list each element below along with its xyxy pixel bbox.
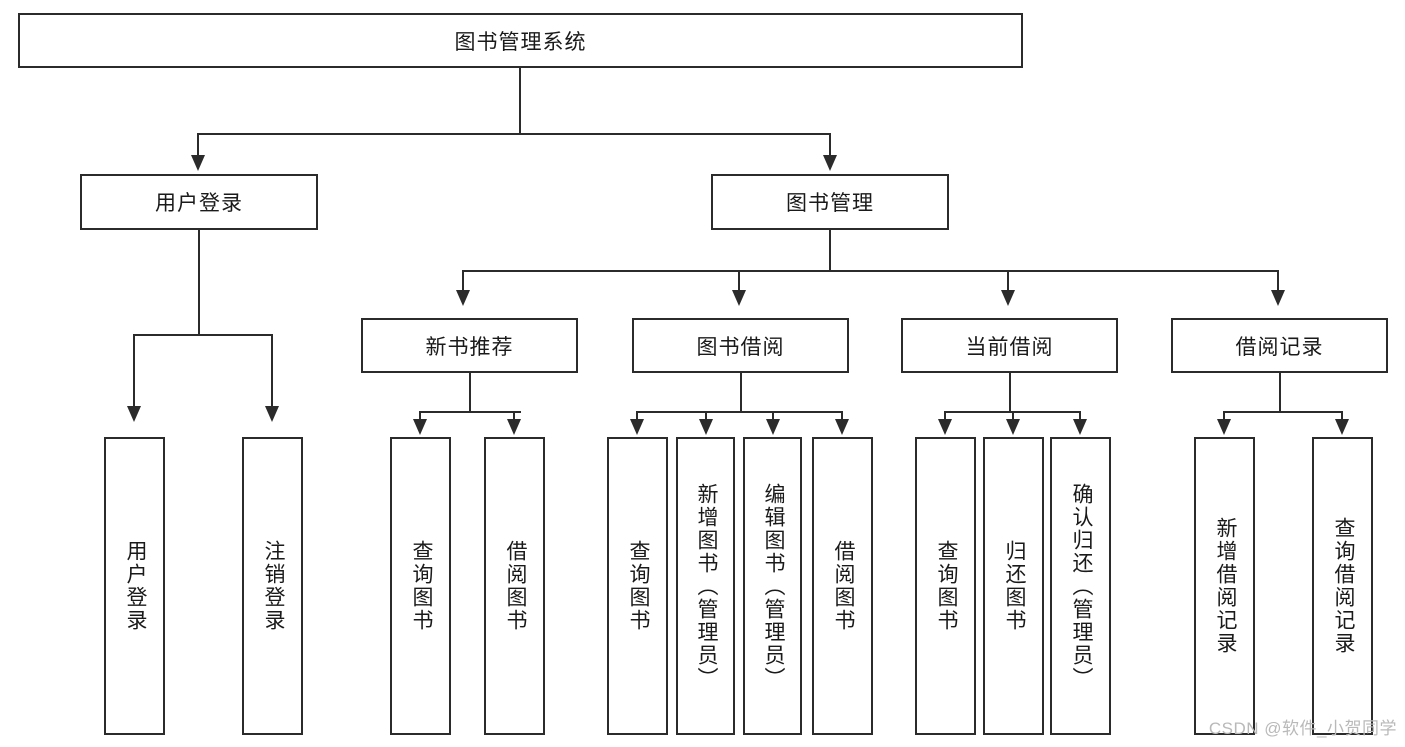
node-leaf-query-book-2[interactable]: 查询图书: [607, 437, 668, 735]
connector-cb-drop-2: [1012, 411, 1014, 421]
node-leaf-borrow-book-1-label: 借阅图书: [503, 540, 527, 632]
node-book-borrow[interactable]: 图书借阅: [632, 318, 849, 373]
connector-bm-drop-new-book-rec: [462, 270, 464, 292]
node-leaf-query-book-1-label: 查询图书: [409, 540, 433, 632]
node-leaf-return-book[interactable]: 归还图书: [983, 437, 1044, 735]
node-leaf-edit-book-label: 编辑图书（管理员）: [761, 482, 785, 690]
node-leaf-query-book-2-label: 查询图书: [626, 540, 650, 632]
arrow-to-leaf-query-record: [1335, 419, 1349, 435]
connector-cb-drop-1: [944, 411, 946, 421]
arrow-to-leaf-return-book: [1006, 419, 1020, 435]
node-book-manage-label: 图书管理: [786, 192, 874, 215]
node-leaf-query-book-3[interactable]: 查询图书: [915, 437, 976, 735]
arrow-to-leaf-add-book: [699, 419, 713, 435]
connector-bb-drop-4: [841, 411, 843, 421]
node-leaf-borrow-book-2-label: 借阅图书: [831, 540, 855, 632]
node-leaf-user-logout[interactable]: 注销登录: [242, 437, 303, 735]
arrow-to-leaf-user-login: [127, 406, 141, 422]
node-leaf-confirm-return[interactable]: 确认归还（管理员）: [1050, 437, 1111, 735]
node-leaf-add-record-label: 新增借阅记录: [1213, 517, 1237, 655]
connector-bb-bar: [636, 411, 842, 413]
node-leaf-query-book-1[interactable]: 查询图书: [390, 437, 451, 735]
arrow-to-leaf-borrow-book-2: [835, 419, 849, 435]
arrow-to-current-borrow: [1001, 290, 1015, 306]
connector-root-stem: [519, 68, 521, 135]
arrow-to-leaf-query-book-1: [413, 419, 427, 435]
arrow-to-leaf-confirm-return: [1073, 419, 1087, 435]
connector-bb-drop-1: [636, 411, 638, 421]
arrow-to-borrow-record: [1271, 290, 1285, 306]
node-leaf-borrow-book-2[interactable]: 借阅图书: [812, 437, 873, 735]
node-root-label: 图书管理系统: [454, 30, 587, 54]
node-leaf-confirm-return-label: 确认归还（管理员）: [1069, 482, 1093, 690]
connector-nbr-drop-1: [419, 411, 421, 421]
connector-cb-stem: [1009, 373, 1011, 413]
connector-br-bar: [1223, 411, 1342, 413]
connector-bm-drop-current-borrow: [1007, 270, 1009, 292]
connector-bb-drop-3: [772, 411, 774, 421]
connector-br-stem: [1279, 373, 1281, 413]
node-leaf-add-book-label: 新增图书（管理员）: [694, 482, 718, 690]
connector-nbr-bar: [419, 411, 521, 413]
node-leaf-user-logout-label: 注销登录: [261, 540, 285, 632]
node-leaf-add-record[interactable]: 新增借阅记录: [1194, 437, 1255, 735]
arrow-root-to-user-login: [191, 155, 205, 171]
connector-cb-drop-3: [1079, 411, 1081, 421]
arrow-to-new-book-rec: [456, 290, 470, 306]
node-new-book-rec-label: 新书推荐: [425, 335, 514, 359]
node-user-login-label: 用户登录: [155, 192, 243, 215]
arrow-to-leaf-edit-book: [766, 419, 780, 435]
arrow-to-leaf-user-logout: [265, 406, 279, 422]
node-book-borrow-label: 图书借阅: [696, 335, 785, 359]
connector-book-manage-bar: [462, 270, 1279, 272]
node-root[interactable]: 图书管理系统: [18, 13, 1023, 68]
connector-root-to-user-login: [197, 133, 199, 157]
csdn-watermark: CSDN @软件_小贺同学: [1208, 719, 1397, 738]
connector-bm-drop-borrow-record: [1277, 270, 1279, 292]
connector-user-login-drop-1: [133, 334, 135, 408]
connector-root-bar: [197, 133, 831, 135]
connector-book-manage-stem: [829, 230, 831, 272]
arrow-to-leaf-borrow-book-1: [507, 419, 521, 435]
node-current-borrow-label: 当前借阅: [965, 335, 1054, 359]
connector-nbr-drop-2: [513, 411, 515, 421]
connector-root-to-book-manage: [829, 133, 831, 157]
arrow-to-book-borrow: [732, 290, 746, 306]
connector-bm-drop-book-borrow: [738, 270, 740, 292]
connector-bb-drop-2: [705, 411, 707, 421]
node-leaf-add-book[interactable]: 新增图书（管理员）: [676, 437, 735, 735]
connector-user-login-drop-2: [271, 334, 273, 408]
node-new-book-rec[interactable]: 新书推荐: [361, 318, 578, 373]
arrow-to-leaf-add-record: [1217, 419, 1231, 435]
node-leaf-user-login-label: 用户登录: [123, 540, 147, 632]
node-leaf-return-book-label: 归还图书: [1002, 540, 1026, 632]
connector-user-login-stem: [198, 230, 200, 336]
connector-br-drop-2: [1341, 411, 1343, 421]
arrow-root-to-book-manage: [823, 155, 837, 171]
arrow-to-leaf-query-book-3: [938, 419, 952, 435]
node-borrow-record-label: 借阅记录: [1235, 335, 1324, 359]
node-book-manage[interactable]: 图书管理: [711, 174, 949, 230]
node-leaf-edit-book[interactable]: 编辑图书（管理员）: [743, 437, 802, 735]
node-leaf-query-record[interactable]: 查询借阅记录: [1312, 437, 1373, 735]
node-leaf-query-record-label: 查询借阅记录: [1331, 517, 1355, 655]
arrow-to-leaf-query-book-2: [630, 419, 644, 435]
connector-nbr-stem: [469, 373, 471, 413]
node-borrow-record[interactable]: 借阅记录: [1171, 318, 1388, 373]
connector-bb-stem: [740, 373, 742, 413]
node-leaf-user-login[interactable]: 用户登录: [104, 437, 165, 735]
connector-user-login-bar: [133, 334, 271, 336]
connector-br-drop-1: [1223, 411, 1225, 421]
node-user-login[interactable]: 用户登录: [80, 174, 318, 230]
node-leaf-borrow-book-1[interactable]: 借阅图书: [484, 437, 545, 735]
node-current-borrow[interactable]: 当前借阅: [901, 318, 1118, 373]
node-leaf-query-book-3-label: 查询图书: [934, 540, 958, 632]
